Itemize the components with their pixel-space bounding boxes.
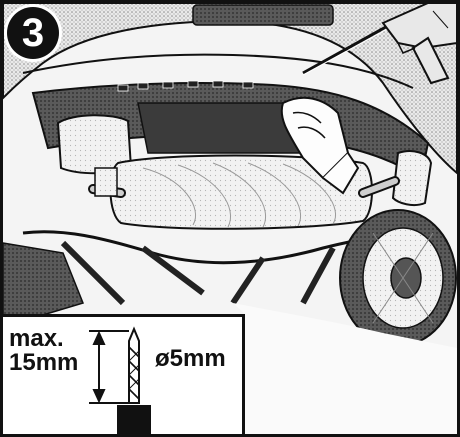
bumper-crease-line (22, 53, 414, 89)
muffler (109, 154, 373, 230)
step-number-badge: 3 (7, 7, 59, 59)
car-rear-underside-illustration (3, 3, 457, 434)
license-plate-recess (192, 4, 334, 26)
diffuser-clip-slots (117, 80, 254, 92)
depth-dimension-arrow (89, 330, 129, 404)
drill-icon (302, 3, 457, 85)
drill-bit-icon (128, 326, 140, 404)
suspension-arms (60, 240, 336, 306)
right-exhaust-tip (391, 150, 433, 207)
muffler-heat-shield-lines (142, 162, 336, 228)
drill-bit-diagram (89, 326, 151, 434)
drill-chuck (117, 405, 151, 434)
depth-label-max: max. (9, 325, 64, 352)
drill-diameter-label: ø5mm (155, 345, 226, 372)
drill-depth-detail-inset: max. 15mm ø5mm (3, 314, 245, 434)
left-suspension-assembly (3, 242, 85, 319)
exhaust-hanger-left (94, 167, 118, 197)
depth-label-value: 15mm (9, 349, 79, 376)
hand-icon (280, 96, 360, 195)
right-rear-wheel (339, 209, 457, 347)
